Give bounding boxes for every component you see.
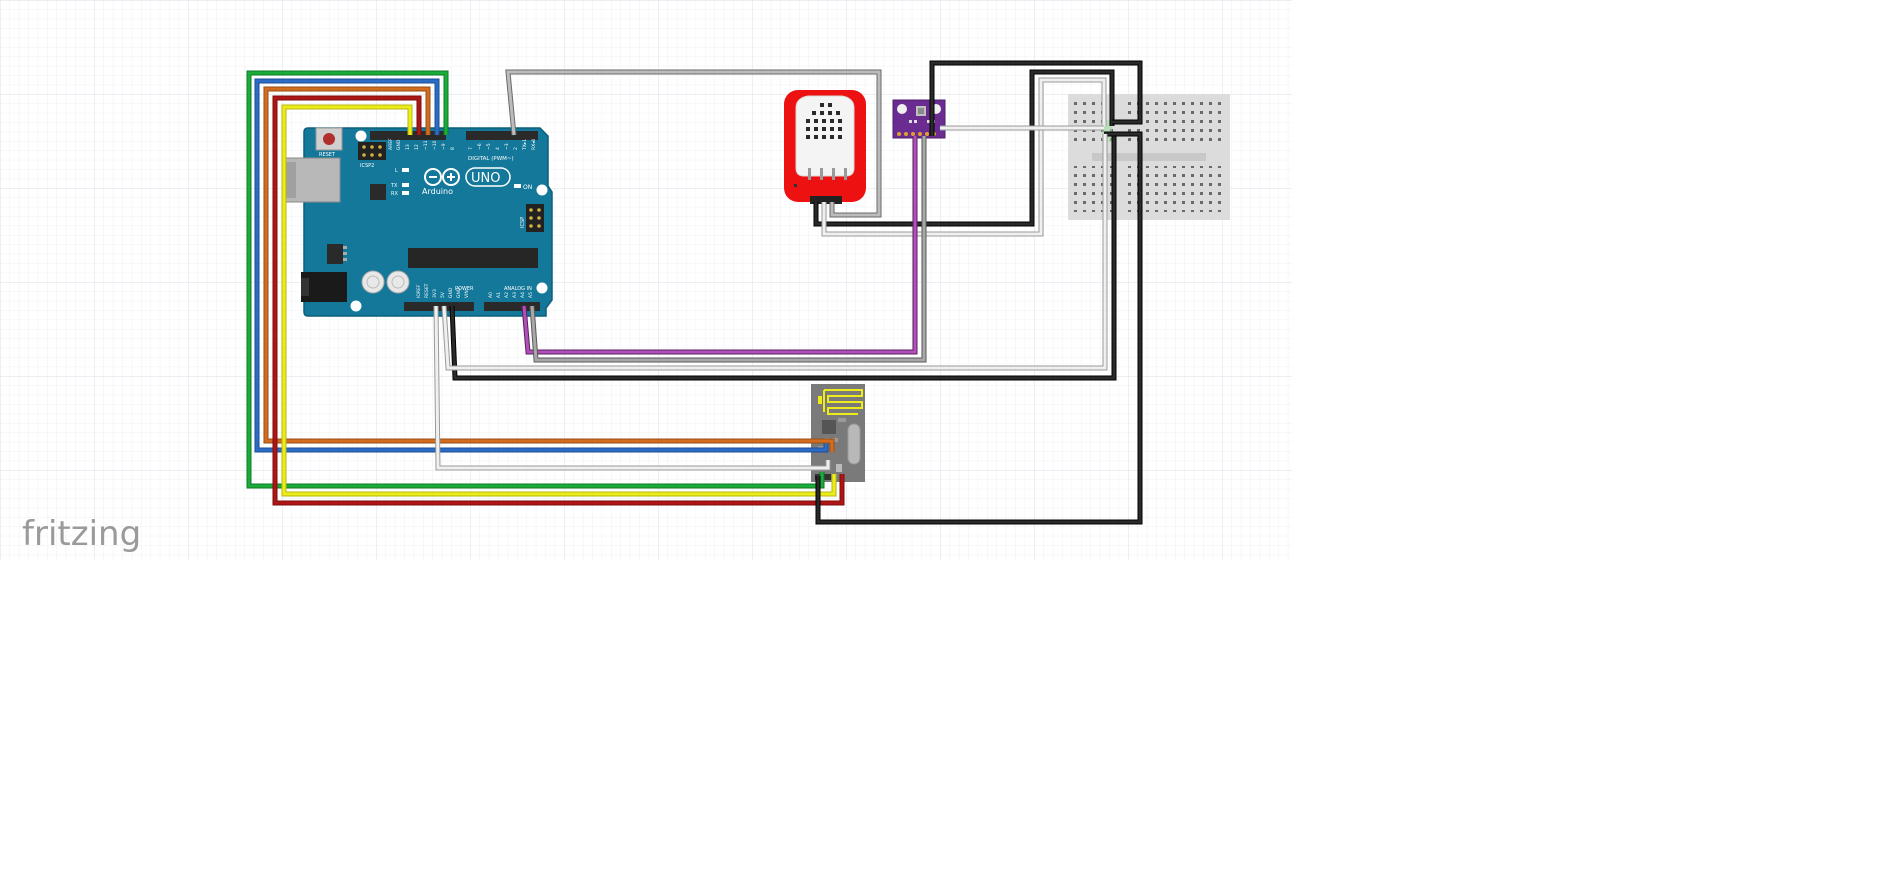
icsp-header	[526, 204, 544, 232]
pin-label-2: 2	[513, 147, 519, 150]
pin-label-aref: AREF	[388, 138, 394, 150]
reset-label: RESET	[319, 152, 336, 158]
pin-label-a0: A0	[488, 292, 494, 298]
atmega-chip	[408, 248, 538, 268]
on-label: ON	[523, 184, 532, 191]
wire-gray-dht-data[interactable]	[505, 69, 882, 218]
pin-label-gnd-b: GND	[456, 287, 462, 298]
icsp2-header	[358, 142, 386, 160]
dht-humidity-sensor-icon[interactable]	[784, 90, 866, 204]
wire-white-dht-vcc[interactable]	[821, 77, 1107, 237]
wire-black-arduino-gnd[interactable]	[449, 131, 1117, 381]
wire-blue[interactable]	[254, 78, 829, 453]
digital-pin-labels: AREF GND 13 12 ~11 ~10 ~9 8 7 ~6 ~5 4 ~3…	[388, 138, 537, 151]
mounting-hole	[536, 282, 548, 294]
power-pin-header[interactable]	[404, 302, 474, 311]
mounting-hole	[350, 300, 362, 312]
capacitor	[386, 270, 410, 294]
pin-label-3: ~3	[504, 143, 510, 150]
pin-label-ioref: IOREF	[416, 284, 422, 298]
wire-yellow[interactable]	[281, 104, 837, 497]
wire-gray-scl[interactable]	[529, 136, 927, 363]
analog-label: ANALOG IN	[504, 286, 532, 292]
power-label: POWER	[455, 286, 474, 292]
wire-black-nrf-gnd[interactable]	[815, 131, 1143, 525]
wire-red[interactable]	[272, 95, 845, 506]
pin-label-gnd: GND	[396, 139, 402, 150]
icsp2-label: ICSP2	[360, 163, 374, 169]
arduino-uno-board[interactable]: RESET ICSP2 AREF GND 13 12 ~11 ~10 ~9 8 …	[285, 127, 553, 317]
pin-label-7: 7	[468, 147, 474, 150]
wire-black-dht-gnd[interactable]	[813, 69, 1115, 227]
uno-logo: UNO	[471, 171, 500, 186]
wire-white-arduino-3v3[interactable]	[433, 305, 831, 471]
pin-label-13: 13	[405, 144, 411, 150]
mini-breadboard-icon[interactable]	[1068, 94, 1230, 220]
power-pin-labels: IOREF RESET 3V3 5V GND GND VIN A0 A1 A2 …	[416, 283, 534, 298]
fritzing-logo: fritzing	[22, 514, 141, 554]
digital-label: DIGITAL (PWM~)	[468, 156, 514, 162]
pin-label-a1: A1	[496, 292, 502, 298]
grid-background	[0, 0, 1292, 560]
wire-purple-sda[interactable]	[521, 136, 918, 355]
arduino-brand: Arduino	[422, 187, 453, 196]
mounting-hole	[355, 130, 367, 142]
pin-label-6: ~6	[477, 143, 483, 150]
wire-green[interactable]	[246, 70, 825, 489]
bmp280-pressure-sensor-icon[interactable]	[892, 99, 946, 139]
wire-white-arduino-5v[interactable]	[441, 134, 1108, 371]
arduino-logo: UNO Arduino	[422, 167, 511, 196]
mounting-hole	[536, 184, 548, 196]
voltage-regulator	[327, 244, 343, 264]
pin-label-11: ~11	[423, 140, 429, 150]
pin-label-5: ~5	[486, 143, 492, 150]
pin-label-0: RX◂0	[531, 139, 537, 150]
l-led-label: L	[395, 168, 398, 174]
pin-label-a4: A4	[520, 292, 526, 298]
pin-label-a2: A2	[504, 292, 510, 298]
digital-pin-header[interactable]	[370, 131, 538, 140]
wire-orange[interactable]	[263, 86, 835, 452]
pin-label-12: 12	[414, 144, 420, 150]
wire-black-bmp-gnd[interactable]	[929, 60, 1143, 136]
pin-label-10: ~10	[432, 140, 438, 150]
pin-label-3v3: 3V3	[432, 289, 438, 298]
pin-label-reset: RESET	[424, 283, 430, 298]
usb-chip	[370, 184, 386, 200]
pin-label-a3: A3	[512, 292, 518, 298]
pin-label-gnd-a: GND	[448, 287, 454, 298]
pin-label-5v: 5V	[440, 291, 446, 298]
pin-label-4: 4	[495, 147, 501, 150]
pin-label-vin: VIN	[464, 290, 470, 298]
pin-label-9: ~9	[441, 143, 447, 150]
pin-label-1: TX▸1	[522, 139, 528, 151]
capacitor	[361, 270, 385, 294]
pin-label-a5: A5	[528, 292, 534, 298]
rx-led-label: RX	[391, 191, 398, 197]
analog-pin-header[interactable]	[484, 302, 540, 311]
pin-label-8: 8	[450, 147, 456, 150]
tx-led-label: TX	[390, 183, 398, 189]
icsp-label: ICSP	[520, 217, 526, 228]
